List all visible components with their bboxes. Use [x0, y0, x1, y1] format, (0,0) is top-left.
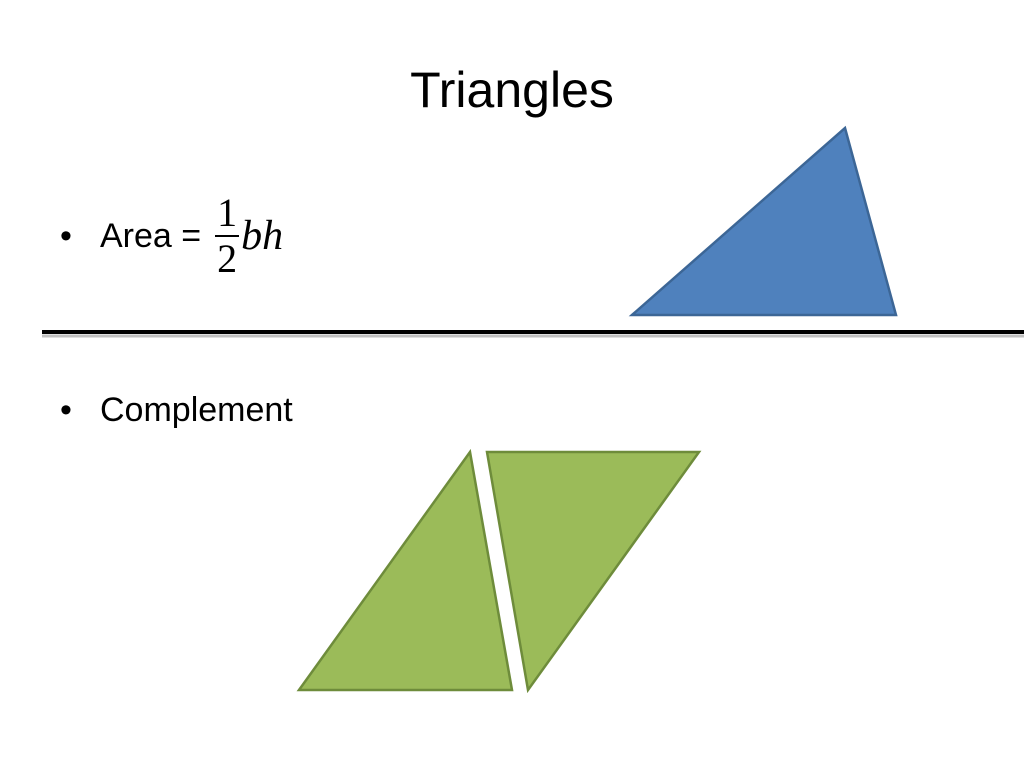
fraction-denominator: 2	[217, 236, 238, 281]
fraction-numerator: 1	[217, 190, 238, 235]
green-triangle-left	[296, 448, 514, 692]
blue-triangle	[628, 125, 898, 317]
bullet-complement: • Complement	[60, 388, 293, 432]
area-formula: 1 2 bh	[205, 192, 283, 280]
bullet-dot: •	[60, 217, 72, 255]
fraction-bar	[215, 235, 240, 237]
fraction: 1 2	[215, 190, 240, 281]
slide-title: Triangles	[410, 62, 614, 118]
green-triangle-right	[485, 450, 702, 694]
bullet-dot: •	[60, 391, 72, 429]
complement-label: Complement	[100, 391, 293, 429]
formula-variables: bh	[241, 213, 284, 259]
bullet-area: • Area = 1 2 bh	[60, 192, 283, 280]
area-label: Area =	[100, 217, 202, 255]
